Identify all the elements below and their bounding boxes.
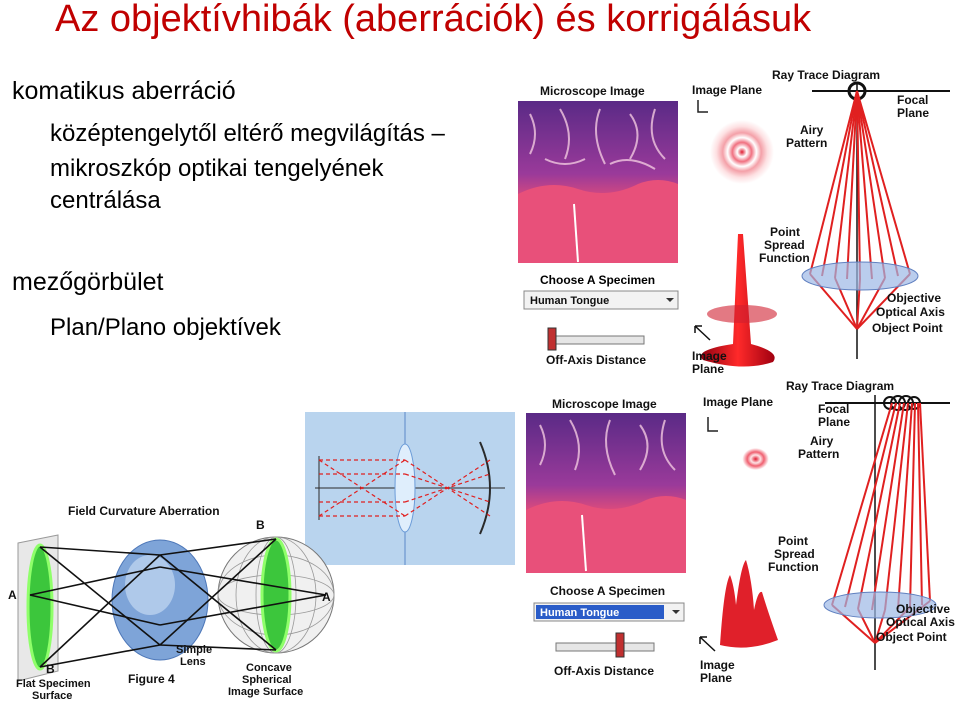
chevron-down-icon — [672, 610, 680, 614]
objective-label: Objective — [896, 602, 950, 616]
optical-axis-label: Optical Axis — [886, 615, 955, 629]
tissue-texture — [539, 419, 676, 476]
specimen-select-value: Human Tongue — [530, 295, 609, 307]
image-plane-arrow-icon — [697, 100, 708, 113]
field-curvature-figure: Field Curvature Aberration A A B B Flat … — [8, 504, 335, 702]
off-axis-slider-thumb[interactable] — [547, 327, 557, 351]
image-plane-arrow-icon — [707, 417, 718, 432]
label-a-left: A — [8, 588, 17, 602]
tissue-pink-layer — [526, 496, 686, 573]
image-plane-bottom-arrow-icon — [699, 636, 716, 652]
off-axis-label: Off-Axis Distance — [546, 353, 646, 367]
green-curve-left — [26, 543, 54, 671]
airy-pattern — [734, 437, 782, 477]
slide-title: Az objektívhibák (aberrációk) és korrigá… — [55, 0, 812, 40]
specimen-select-value: Human Tongue — [540, 607, 619, 619]
body-coma-line2: mikroszkóp optikai tengelyének — [50, 155, 384, 182]
heading-coma: komatikus aberráció — [12, 77, 236, 105]
ray-bundle — [809, 90, 911, 330]
image-plane-label: Image Plane — [692, 83, 762, 97]
lens-shape — [394, 443, 416, 533]
tissue-line — [581, 514, 587, 572]
psf-peak — [720, 560, 778, 648]
label-b-top: B — [256, 518, 265, 532]
curved-image-surface — [479, 441, 491, 535]
coma-figure-bottom: Microscope Image Image Plane Ray Trace D… — [526, 379, 955, 685]
field-curvature-title: Field Curvature Aberration — [68, 504, 220, 518]
body-coma-line1: középtengelytől eltérő megvilágítás – — [50, 120, 445, 147]
objective-lens — [823, 591, 937, 619]
object-point-label: Object Point — [872, 321, 943, 335]
figure-caption: Figure 4 — [128, 672, 175, 686]
ray-bundle — [831, 402, 931, 644]
off-axis-label: Off-Axis Distance — [554, 664, 654, 678]
green-curve-right — [260, 537, 292, 653]
ray-trace-label: Ray Trace Diagram — [786, 379, 894, 393]
label-b-bottom: B — [46, 662, 55, 676]
optical-axis-label: Optical Axis — [876, 305, 945, 319]
image-plane-bottom-arrow-icon — [694, 325, 711, 341]
ray-trace-label: Ray Trace Diagram — [772, 68, 880, 82]
lens-ray-diagram — [305, 412, 515, 565]
choose-specimen-label: Choose A Specimen — [550, 584, 665, 598]
field-rays — [29, 538, 327, 668]
specimen-select[interactable] — [523, 290, 679, 310]
objective-lens — [801, 261, 919, 291]
label-a-right: A — [322, 590, 331, 604]
objective-label: Objective — [887, 291, 941, 305]
object-point-label: Object Point — [876, 630, 947, 644]
off-axis-slider-track[interactable] — [555, 642, 655, 652]
tissue-line — [573, 203, 579, 263]
microscope-image-label: Microscope Image — [552, 397, 657, 411]
lens-highlight — [125, 555, 175, 615]
body-coma-line3: centrálása — [50, 187, 161, 214]
psf-peak — [701, 234, 775, 367]
airy-pattern — [710, 120, 774, 184]
microscope-image-label: Microscope Image — [540, 84, 645, 98]
psf-base — [707, 305, 777, 323]
specimen-select-highlight — [536, 605, 664, 619]
chevron-down-icon — [666, 298, 674, 302]
heading-field-curvature: mezőgörbület — [12, 268, 164, 296]
choose-specimen-label: Choose A Specimen — [540, 273, 655, 287]
off-axis-slider-thumb[interactable] — [615, 632, 625, 658]
image-plane-label: Image Plane — [703, 395, 773, 409]
body-plan-objectives: Plan/Plano objektívek — [50, 314, 281, 341]
ray-lines — [318, 459, 491, 517]
tissue-pink-layer — [518, 180, 678, 263]
tissue-texture — [529, 108, 666, 170]
off-axis-slider-track[interactable] — [553, 335, 645, 345]
coma-figure-top: Microscope Image Image Plane Ray Trace D… — [518, 68, 950, 376]
